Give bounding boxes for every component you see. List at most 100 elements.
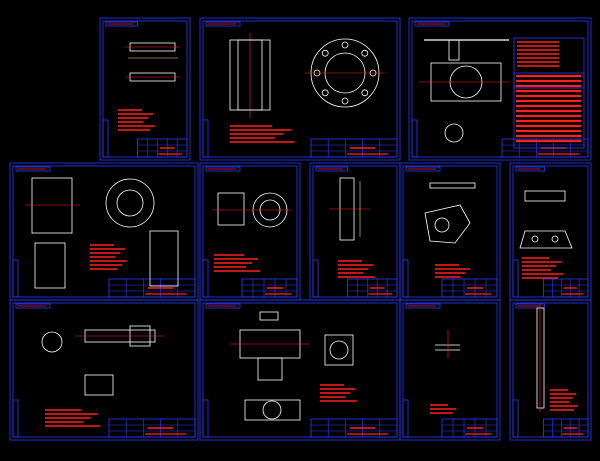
sheet-inner-border — [102, 20, 188, 158]
sheet-inner-border — [402, 302, 498, 438]
revision-strip — [312, 259, 319, 298]
lever-plate-view — [424, 204, 471, 244]
revision-strip — [512, 259, 519, 298]
revision-strip — [12, 259, 19, 298]
revision-strip — [402, 399, 409, 438]
drawing-seat-ring — [330, 177, 375, 278]
drawing-lever-plate — [424, 182, 476, 278]
sheet-body-tee — [199, 299, 401, 441]
tee-side-view — [324, 334, 354, 366]
sheet-label-tab — [405, 303, 441, 309]
tee-bore — [329, 340, 349, 360]
revision-strip — [202, 399, 209, 438]
sheet-label-tab — [405, 166, 441, 172]
bolt-hole — [321, 49, 329, 57]
drawing-pin — [430, 330, 460, 414]
sheet-stem — [9, 299, 199, 441]
sheet-shaft — [509, 299, 592, 441]
parts-list — [513, 72, 585, 149]
bracket-hole — [551, 235, 559, 243]
title-block — [108, 418, 196, 438]
tee-bottom-view — [244, 399, 301, 421]
sheet-outer-border — [399, 162, 501, 301]
revision-strip — [411, 119, 418, 158]
body-end-view — [105, 178, 155, 228]
stem-housing — [448, 39, 460, 61]
sheet-inner-border — [411, 20, 589, 158]
pivot-hole — [434, 217, 450, 233]
sheet-label-tab — [15, 303, 51, 309]
tee-branch — [257, 357, 283, 381]
title-block-frame — [137, 138, 188, 158]
sheet-label-tab — [205, 21, 241, 27]
sheet-outer-border — [199, 162, 301, 301]
title-block — [108, 278, 196, 298]
sheet-pin — [399, 299, 501, 441]
title-block-frame — [108, 278, 196, 298]
sheet-outer-border — [399, 299, 501, 441]
tee-bore — [262, 400, 282, 420]
title-block-frame — [310, 138, 398, 158]
sheet-label-tab — [205, 166, 241, 172]
sheet-outer-border — [99, 17, 191, 161]
title-block-frame — [241, 278, 298, 298]
bonnet-view — [259, 311, 279, 321]
drawing-ball — [212, 192, 292, 272]
sheet-inner-border — [12, 165, 196, 298]
stem-nut-view — [84, 374, 114, 396]
revision-strip — [202, 259, 209, 298]
bracket-top-view — [524, 190, 566, 202]
revision-strip — [102, 119, 109, 158]
title-block — [310, 418, 398, 438]
body-side-view — [149, 230, 179, 287]
lever-top-view — [429, 182, 476, 189]
sheet-outer-border — [9, 162, 199, 301]
bracket-front-view — [519, 230, 573, 249]
bore — [237, 39, 263, 111]
title-block-frame — [543, 418, 589, 438]
parts-list-header — [513, 37, 585, 89]
sheet-ball-valve-assembly — [408, 17, 592, 161]
sheet-ball — [199, 162, 301, 301]
title-block-frame — [501, 138, 589, 158]
shaft-long-view — [536, 307, 545, 409]
drawing-flange-section — [229, 33, 385, 143]
sheet-label-tab — [414, 21, 450, 27]
bolt-hole — [361, 49, 369, 57]
bolt-hole — [341, 97, 349, 105]
sheet-bracket — [509, 162, 592, 301]
sheet-outer-border — [309, 162, 401, 301]
body-side-view — [34, 242, 66, 289]
sheet-valve-body — [9, 162, 199, 301]
sheet-outer-border — [9, 299, 199, 441]
title-block — [543, 278, 589, 298]
sheet-plate-parts — [99, 17, 191, 161]
title-block — [241, 278, 298, 298]
sheet-label-tab — [205, 303, 241, 309]
title-block-frame — [310, 418, 398, 438]
drawing-bracket — [519, 190, 573, 279]
drawing-shaft — [536, 304, 578, 412]
bolt-hole — [361, 89, 369, 97]
revision-strip — [402, 259, 409, 298]
title-block — [347, 278, 398, 298]
bracket-hole — [531, 235, 539, 243]
title-block-frame — [441, 278, 498, 298]
drawing-body-tee — [230, 311, 357, 421]
flange-view — [444, 123, 464, 143]
revision-strip — [202, 119, 209, 158]
sheet-inner-border — [202, 165, 298, 298]
sheet-seat-ring — [309, 162, 401, 301]
drawing-ball-valve-assembly — [419, 37, 585, 149]
drawing-stem — [41, 325, 165, 427]
sheet-label-tab — [515, 303, 545, 309]
title-block — [310, 138, 398, 158]
sheet-outer-border — [408, 17, 592, 161]
drawing-valve-body — [25, 177, 179, 289]
title-block-frame — [347, 278, 398, 298]
stem-end-view — [41, 331, 63, 353]
title-block — [441, 278, 498, 298]
sheet-inner-border — [512, 302, 589, 438]
